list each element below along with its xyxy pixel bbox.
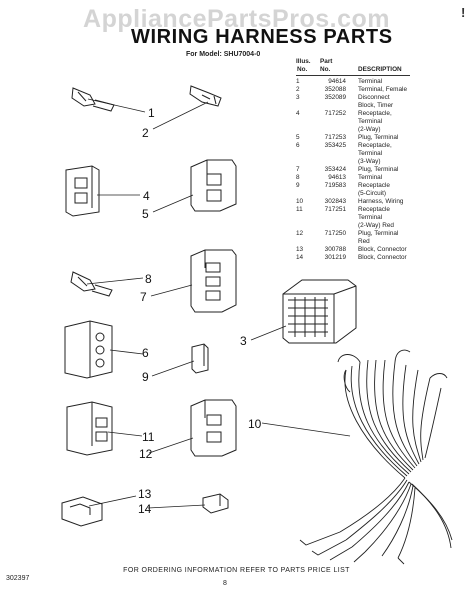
description-cell: Terminal, Female — [358, 86, 408, 93]
header-rule — [296, 75, 410, 76]
description-cell: Disconnect — [358, 94, 390, 101]
description-cell: Block, Connector — [358, 254, 407, 261]
receptacle-part-9 — [191, 343, 209, 374]
illus-no-cell: 8 — [296, 174, 300, 181]
part-no-cell: 94614 — [328, 78, 346, 85]
callout-9: 9 — [142, 370, 149, 384]
callout-5: 5 — [142, 207, 149, 221]
illus-no-cell: 11 — [296, 206, 303, 213]
description-cell: Plug, Terminal — [358, 134, 399, 141]
connector-block-part-13 — [61, 496, 103, 527]
part-no-cell: 301219 — [324, 254, 346, 261]
callout-7: 7 — [140, 290, 147, 304]
part-no-cell: 302843 — [324, 198, 346, 205]
illus-no-cell: 14 — [296, 254, 304, 261]
illus-no-cell: 6 — [296, 142, 300, 149]
plug-part-7 — [190, 249, 237, 313]
illus-no-cell: 2 — [296, 86, 300, 93]
description-cell: Plug, Terminal — [358, 230, 399, 237]
part-no-cell: 94613 — [328, 174, 346, 181]
callout-12: 12 — [139, 447, 153, 461]
plug-part-12 — [190, 399, 237, 457]
illus-no-cell: 9 — [296, 182, 300, 189]
callout-3: 3 — [240, 334, 247, 348]
description-cell: Receptacle, — [358, 142, 392, 149]
illus-no-cell: 13 — [296, 246, 304, 253]
illus-no-cell: 4 — [296, 110, 300, 117]
callout-10: 10 — [248, 417, 262, 431]
header-part-line1: Part — [320, 58, 333, 65]
header-description: DESCRIPTION — [358, 66, 402, 73]
callout-numbers: 1 2 3 4 5 6 7 8 9 10 11 12 13 14 — [138, 106, 262, 516]
part-no-cell: 717251 — [324, 206, 346, 213]
callout-14: 14 — [138, 502, 152, 516]
part-no-cell: 353425 — [324, 142, 346, 149]
page-title: WIRING HARNESS PARTS — [131, 26, 393, 48]
part-no-cell: 352088 — [324, 86, 346, 93]
wiring-harness-part-10 — [299, 349, 453, 565]
page-number: 8 — [223, 580, 227, 587]
female-terminal-part-2 — [189, 85, 222, 107]
part-no-cell: 717250 — [324, 230, 346, 237]
illus-no-cell: 12 — [296, 230, 304, 237]
header-illus-line2: No. — [297, 66, 308, 73]
callout-1: 1 — [148, 106, 155, 120]
illus-no-cell: 7 — [296, 166, 300, 173]
illus-no-cell: 3 — [296, 94, 300, 101]
watermark: AppliancePartsPros.com — [83, 5, 390, 33]
header-illus-line1: Illus. — [296, 58, 311, 65]
description-cell: Red — [358, 238, 370, 245]
description-cell: (3-Way) — [358, 158, 381, 165]
description-cell: Terminal — [358, 78, 383, 85]
illus-no-cell: 1 — [296, 78, 300, 85]
corner-mark: ! — [461, 5, 466, 20]
disconnect-block-part-3 — [282, 279, 357, 344]
description-cell: Plug, Terminal — [358, 166, 399, 173]
part-no-cell: 300788 — [324, 246, 346, 253]
description-cell: Receptacle, — [358, 110, 392, 117]
part-no-cell: 353424 — [324, 166, 346, 173]
ordering-footer: FOR ORDERING INFORMATION REFER TO PARTS … — [123, 567, 350, 574]
callout-11: 11 — [142, 430, 155, 444]
description-cell: Block, Connector — [358, 246, 407, 253]
document-number: 302397 — [6, 575, 30, 582]
terminal-part-8 — [70, 271, 113, 297]
description-cell: Terminal — [358, 118, 383, 125]
description-cell: Terminal — [358, 150, 383, 157]
description-cell: Receptacle — [358, 182, 390, 189]
part-no-cell: 717253 — [324, 134, 346, 141]
description-cell: (2-Way) Red — [358, 222, 394, 229]
plug-part-5 — [190, 159, 237, 212]
callout-13: 13 — [138, 487, 152, 501]
receptacle-part-11 — [66, 401, 113, 456]
callout-4: 4 — [143, 189, 150, 203]
description-cell: (2-Way) — [358, 126, 381, 133]
receptacle-part-4 — [65, 165, 100, 217]
callout-2: 2 — [142, 126, 149, 140]
illus-no-cell: 10 — [296, 198, 304, 205]
part-no-cell: 352089 — [324, 94, 346, 101]
callout-8: 8 — [145, 272, 152, 286]
description-cell: Harness, Wiring — [358, 198, 404, 205]
terminal-part-1 — [71, 87, 115, 112]
description-cell: Receptacle — [358, 206, 390, 213]
part-no-cell: 717252 — [324, 110, 346, 117]
callout-6: 6 — [142, 346, 149, 360]
header-part-line2: No. — [320, 66, 331, 73]
part-no-cell: 719583 — [324, 182, 346, 189]
illus-no-cell: 5 — [296, 134, 300, 141]
description-cell: (5-Circuit) — [358, 190, 387, 197]
description-cell: Terminal — [358, 214, 383, 221]
connector-block-part-14 — [202, 493, 229, 514]
description-cell: Terminal — [358, 174, 383, 181]
description-cell: Block, Timer — [358, 102, 394, 109]
receptacle-part-6 — [64, 320, 113, 379]
model-subtitle: For Model: SHU7004-0 — [186, 51, 261, 58]
leader-lines — [86, 98, 351, 509]
